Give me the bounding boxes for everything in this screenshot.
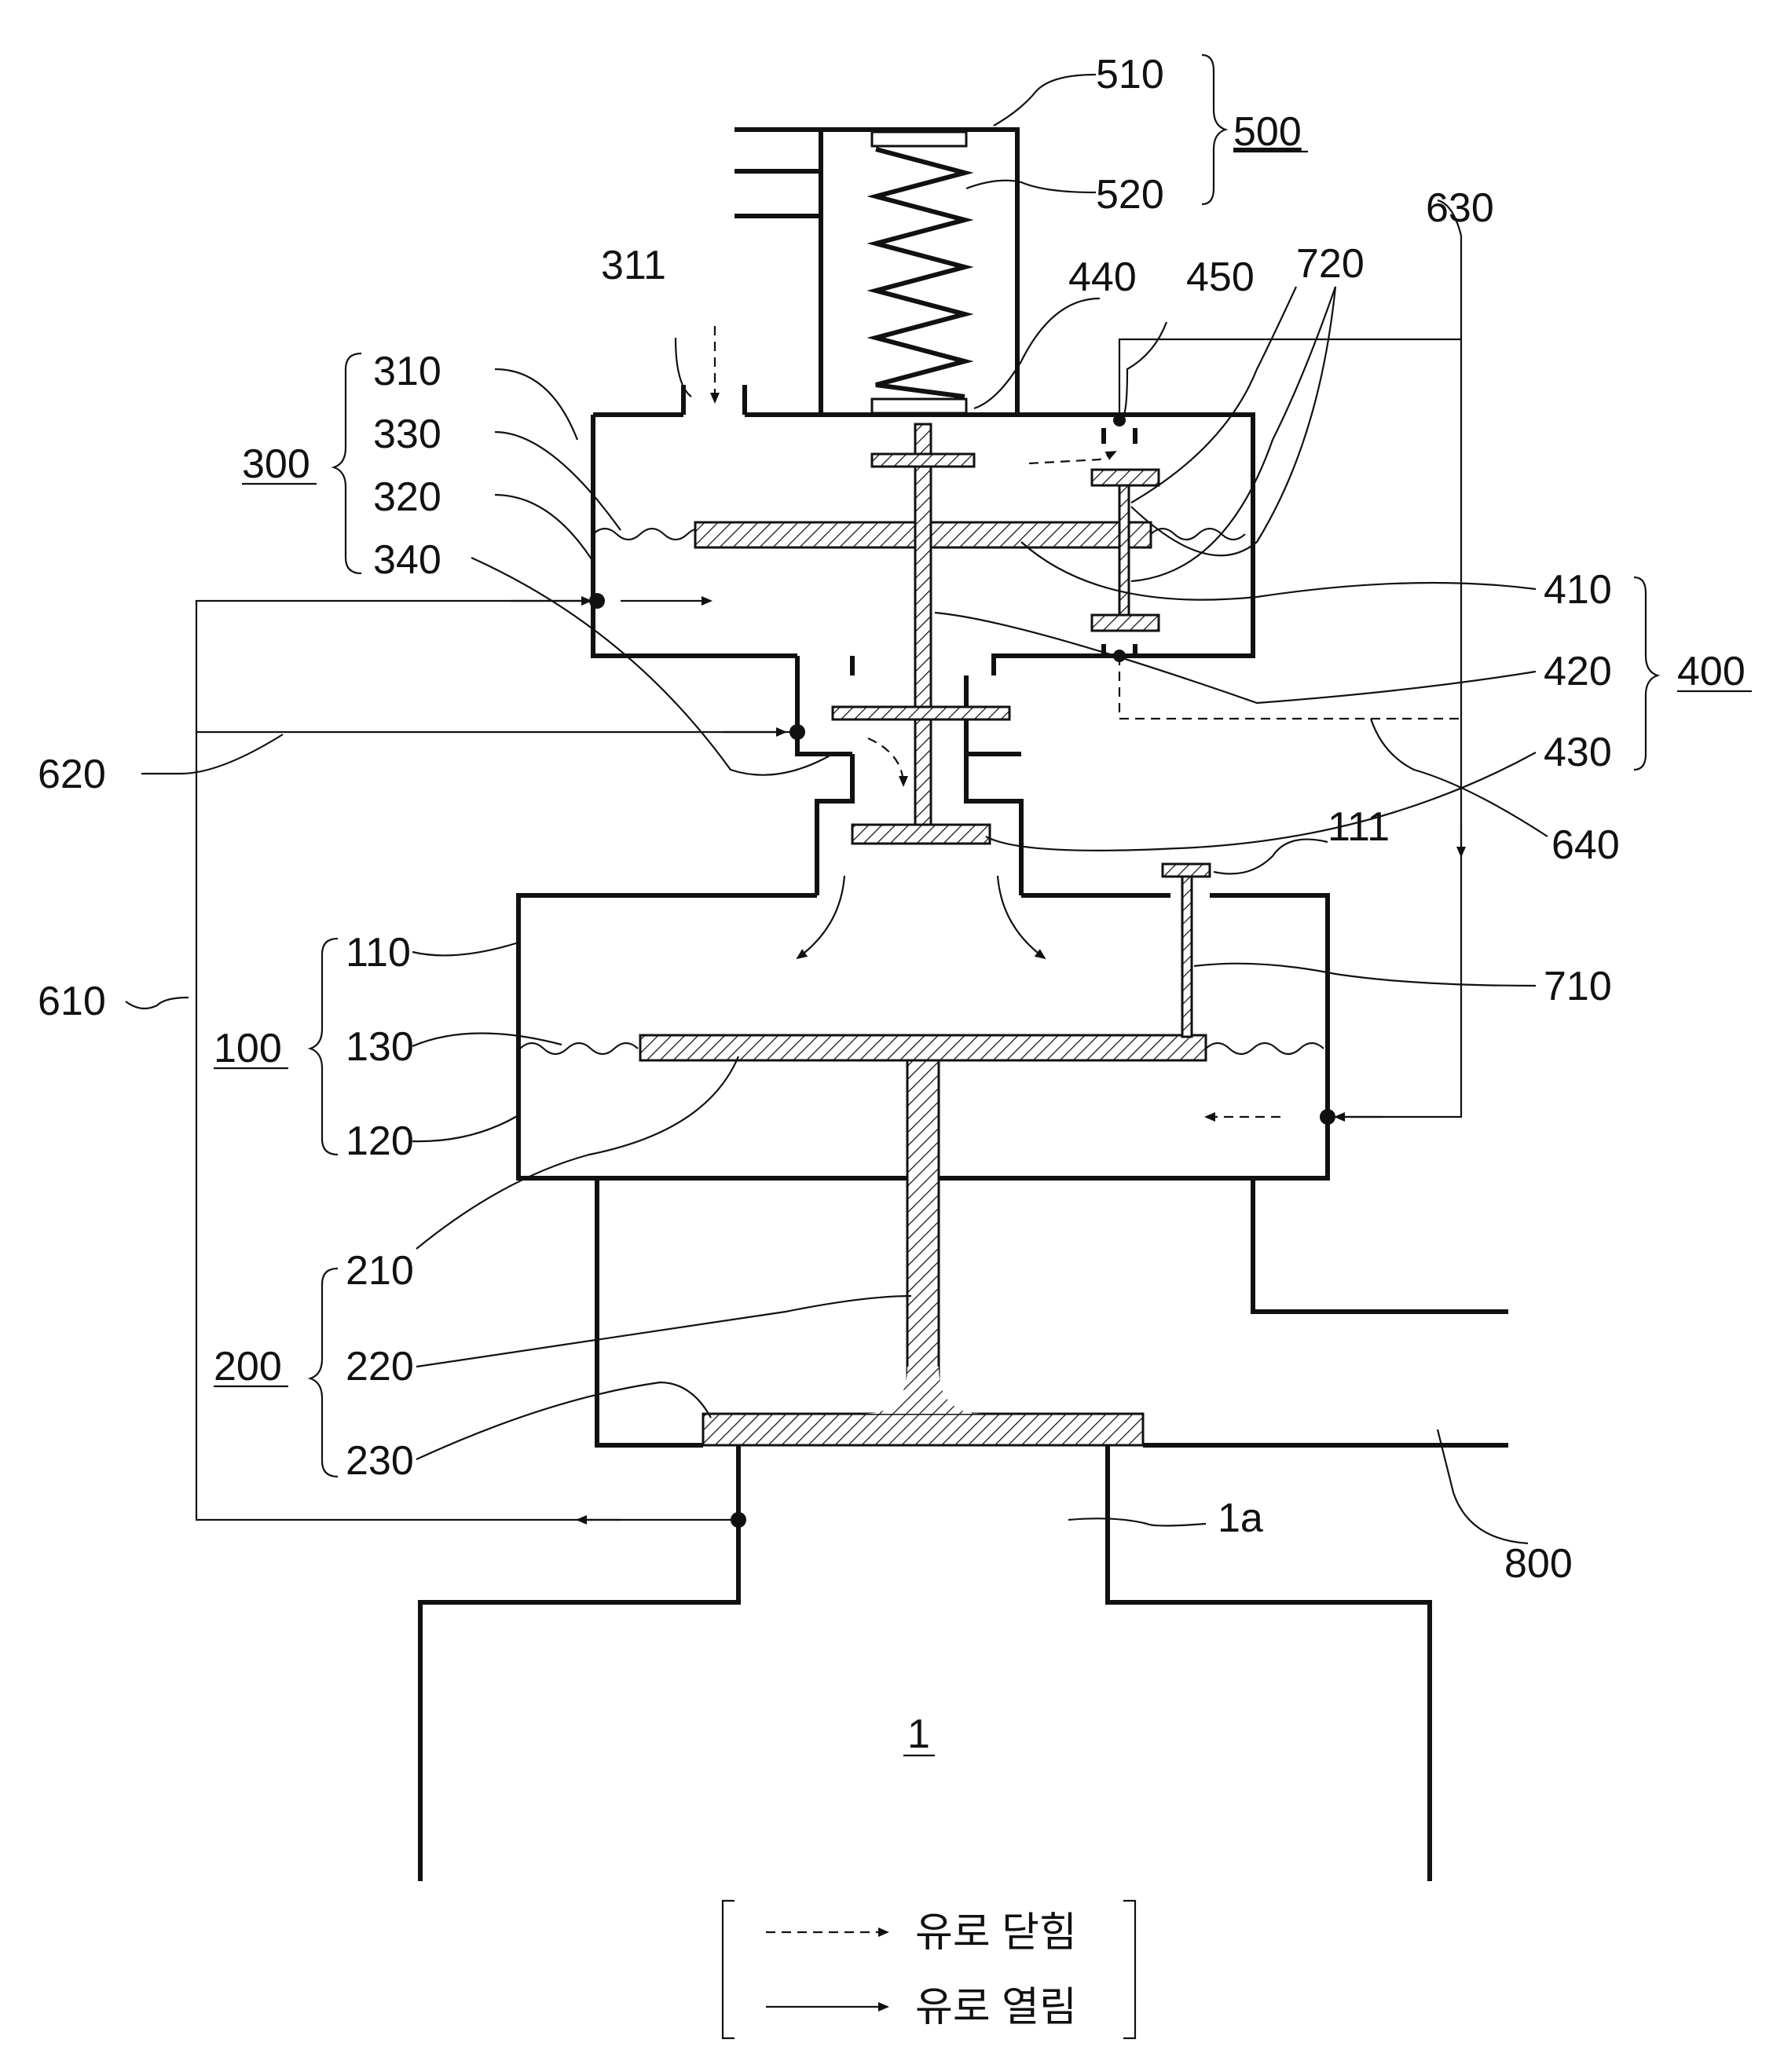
label-120: 120: [346, 1118, 414, 1164]
pilot-720-top: [1090, 468, 1160, 487]
disc-440: [870, 452, 976, 468]
brackets: [307, 53, 1661, 1478]
tank-1: [418, 1445, 1432, 1881]
pilot-cap-111: [1161, 862, 1211, 878]
label-111: 111: [1328, 804, 1390, 850]
spring-housing-510: [734, 127, 1020, 417]
label-500: 500: [1233, 109, 1302, 155]
label-520: 520: [1096, 172, 1164, 218]
label-620: 620: [38, 752, 106, 797]
label-310: 310: [373, 349, 441, 394]
label-420: 420: [1544, 649, 1612, 694]
spring-520: [866, 147, 974, 399]
label-450: 450: [1186, 254, 1255, 300]
label-330: 330: [373, 412, 441, 457]
label-320: 320: [373, 474, 441, 520]
label-200: 200: [214, 1344, 282, 1389]
label-1: 1: [907, 1711, 930, 1757]
label-510: 510: [1096, 52, 1164, 97]
diaphragm-130: [519, 1041, 639, 1056]
label-400: 400: [1677, 649, 1746, 694]
stem-fillet: [864, 1367, 982, 1414]
label-110: 110: [346, 930, 411, 976]
label-640: 640: [1551, 822, 1620, 868]
label-610: 610: [38, 979, 106, 1024]
pipe-640: [1113, 650, 1461, 720]
flow-arrows: [621, 326, 1280, 1122]
label-230: 230: [346, 1438, 414, 1484]
label-800: 800: [1504, 1541, 1573, 1587]
leader-lines: [125, 73, 1548, 1545]
label-220: 220: [346, 1344, 414, 1389]
body-200: [595, 1178, 1508, 1448]
label-311: 311: [601, 243, 666, 288]
pipe-630: [1113, 338, 1466, 1125]
legend: 유로 닫힘 유로 열림: [721, 1899, 1137, 2040]
label-720: 720: [1296, 241, 1365, 287]
pilot-720-bottom: [1090, 613, 1160, 632]
label-340: 340: [373, 537, 441, 583]
legend-open-label: 유로 열림: [915, 1985, 1077, 2030]
pilot-rod-710: [1181, 874, 1193, 1038]
label-100: 100: [214, 1026, 282, 1071]
label-430: 430: [1544, 730, 1612, 775]
pilot-720-stem: [1118, 484, 1130, 617]
plate-210: [639, 1034, 1207, 1062]
label-440: 440: [1068, 254, 1137, 300]
label-130: 130: [346, 1024, 414, 1070]
valve-plate: [851, 823, 991, 845]
legend-closed-label: 유로 닫힘: [915, 1910, 1077, 1956]
label-630: 630: [1426, 185, 1494, 231]
plate-230: [702, 1412, 1145, 1447]
pipe-620: [196, 724, 805, 740]
stem-420: [914, 423, 932, 830]
disc-430: [831, 705, 1011, 721]
diaphragm-330-right: [1150, 527, 1246, 541]
label-1a: 1a: [1218, 1495, 1263, 1541]
label-410: 410: [1544, 567, 1612, 613]
stem-220: [906, 1059, 940, 1415]
label-710: 710: [1544, 964, 1612, 1009]
label-300: 300: [242, 441, 310, 487]
diaphragm-130-right: [1205, 1041, 1324, 1056]
label-210: 210: [346, 1248, 414, 1294]
